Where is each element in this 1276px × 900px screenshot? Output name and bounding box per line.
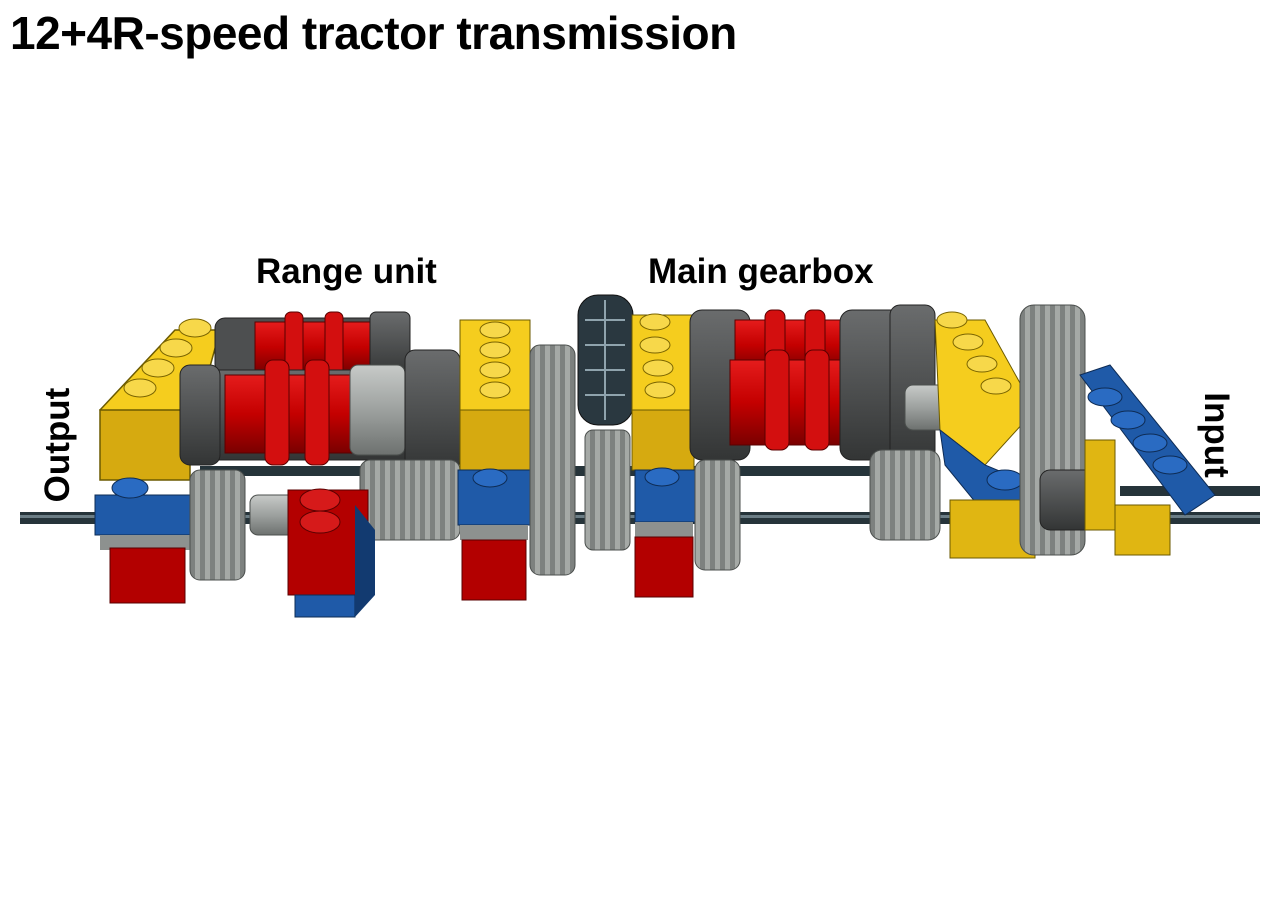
input-label: Input [1197,392,1236,478]
center-bearing-block-right [631,313,698,598]
input-bearing-block-right [1079,364,1216,556]
range-unit-label: Range unit [256,252,437,291]
center-gears [529,294,634,576]
range-unit-assembly [179,311,466,581]
main-gearbox-label: Main gearbox [648,252,874,291]
page-title: 12+4R-speed tractor transmission [10,7,737,59]
range-shift-block [287,488,375,618]
output-label: Output [38,387,77,503]
main-gearbox-assembly [689,304,966,571]
center-bearing-block-left [457,319,531,601]
